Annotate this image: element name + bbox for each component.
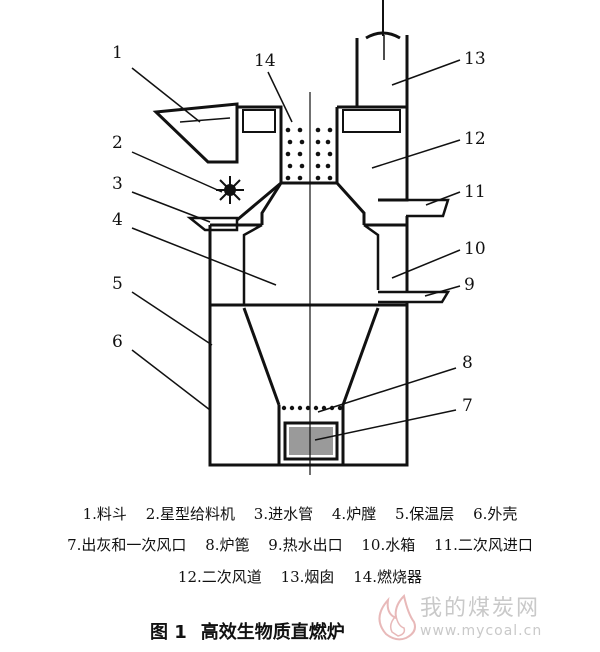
figure-title: 高效生物质直燃炉 (200, 622, 345, 643)
biomass-furnace-diagram: 1 2 3 4 5 6 7 8 9 10 11 12 13 14 (112, 0, 486, 475)
legend-item: 3.进水管 (253, 505, 314, 523)
hopper (152, 102, 239, 164)
callout-12: 12 (464, 129, 486, 149)
legend-item: 5.保温层 (394, 505, 455, 523)
hot-water-outlet (378, 290, 451, 304)
callout-7: 7 (462, 396, 473, 416)
furnace-chamber (242, 223, 380, 305)
callout-labels: 1 2 3 4 5 6 7 8 9 10 11 12 13 14 (112, 43, 486, 416)
legend-item: 14.燃烧器 (353, 568, 423, 586)
callout-4: 4 (112, 210, 123, 230)
callout-6: 6 (112, 332, 123, 352)
callout-11: 11 (464, 182, 486, 202)
water-tank (208, 216, 409, 310)
legend-item: 12.二次风道 (177, 568, 262, 586)
insulation-cone (242, 307, 380, 465)
legend-row: 7.出灰和一次风口 8.炉篦 9.热水出口 10.水箱 11.二次风进口 (0, 534, 600, 555)
callout-9: 9 (464, 275, 475, 295)
legend-item: 13.烟囱 (280, 568, 335, 586)
legend-item: 8.炉篦 (205, 536, 250, 554)
furnace-grate (281, 405, 343, 411)
ash-outlet (283, 421, 339, 461)
secondary-air-inlet (406, 198, 450, 218)
legend-item: 7.出灰和一次风口 (67, 536, 187, 554)
figure-number: 图 1 (150, 622, 187, 643)
legend-item: 10.水箱 (361, 536, 416, 554)
callout-13: 13 (464, 49, 486, 69)
legend-item: 6.外壳 (473, 505, 518, 523)
callout-10: 10 (464, 239, 486, 259)
legend-item: 11.二次风进口 (434, 536, 533, 554)
watermark-title: 我的煤炭网 (420, 596, 541, 621)
burner (285, 127, 333, 181)
watermark-flame-logo (378, 594, 416, 641)
figure-caption: 图 1 高效生物质直燃炉 (150, 618, 345, 644)
callout-14: 14 (254, 51, 276, 71)
legend-item: 9.热水出口 (268, 536, 343, 554)
water-inlet-pipe (186, 216, 239, 232)
legend-row: 1.料斗 2.星型给料机 3.进水管 4.炉膛 5.保温层 6.外壳 (0, 503, 600, 524)
callout-1: 1 (112, 43, 123, 63)
watermark-url: www.mycoal.cn (420, 623, 543, 639)
leader-lines (131, 59, 461, 441)
callout-2: 2 (112, 133, 123, 153)
chimney (355, 0, 409, 107)
callout-8: 8 (462, 353, 473, 373)
callout-5: 5 (112, 274, 123, 294)
legend-row: 12.二次风道 13.烟囱 14.燃烧器 (0, 566, 600, 587)
star-feeder (216, 176, 244, 204)
secondary-air-duct (236, 105, 409, 225)
legend-item: 2.星型给料机 (145, 505, 236, 523)
legend-item: 1.料斗 (82, 505, 127, 523)
legend-item: 4.炉膛 (331, 505, 377, 523)
callout-3: 3 (112, 174, 123, 194)
